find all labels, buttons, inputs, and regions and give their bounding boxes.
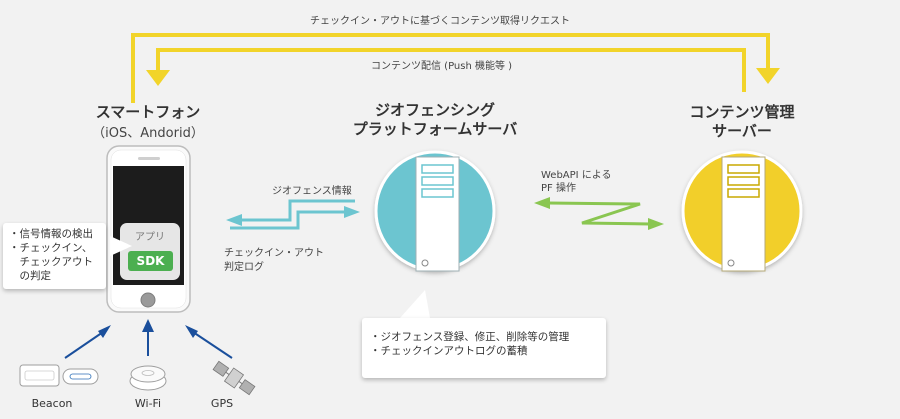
phone-note-line: ・チェックイン、	[9, 242, 93, 254]
webapi-arrow	[534, 197, 664, 230]
request-arrow	[131, 33, 780, 103]
sdk-label: SDK	[136, 254, 165, 268]
smartphone-title: スマートフォン	[95, 103, 201, 121]
content-server-title-line1: コンテンツ管理	[689, 103, 795, 121]
delivery-arrow	[146, 48, 746, 92]
webapi-label-line2: PF 操作	[541, 183, 576, 194]
sdk-badge	[128, 251, 173, 271]
gps-label: GPS	[210, 397, 234, 410]
webapi-label-line1: WebAPI による	[541, 170, 612, 181]
phone-note-line: ・信号情報の検出	[9, 228, 93, 240]
platform-title-line1: ジオフェンシング	[374, 101, 495, 119]
checkin-log-label-line2: 判定ログ	[224, 262, 264, 273]
platform-note: ・ジオフェンス登録、修正、削除等の管理 ・チェックインアウトログの蓄積	[362, 318, 606, 378]
geofence-info-label: ジオフェンス情報	[272, 186, 352, 197]
beacon-signal-arrow	[64, 325, 111, 359]
delivery-label: コンテンツ配信 (Push 機能等 )	[371, 61, 513, 72]
beacon-device-icon	[19, 364, 99, 387]
app-label: アプリ	[135, 232, 165, 243]
beacon-label: Beacon	[31, 397, 73, 410]
wifi-label: Wi-Fi	[134, 397, 162, 410]
phone-note: ・信号情報の検出 ・チェックイン、 チェックアウト の判定	[3, 223, 106, 289]
platform-title-line2: プラットフォームサーバ	[352, 120, 518, 138]
geofence-platform-server	[374, 150, 496, 272]
wifi-signal-arrow	[142, 319, 154, 356]
phone-note-line: の判定	[9, 270, 51, 282]
content-management-server	[681, 150, 803, 272]
geofence-info-arrow	[226, 199, 355, 226]
platform-note-line: ・チェックインアウトログの蓄積	[370, 345, 528, 357]
content-server-title-line2: サーバー	[712, 122, 772, 140]
gps-satellite-icon	[212, 360, 256, 396]
checkin-log-label-line1: チェックイン・アウト	[224, 248, 324, 259]
smartphone-subtitle: （iOS、Andorid）	[92, 126, 204, 141]
phone-note-pointer	[110, 236, 132, 256]
wifi-router-icon	[129, 365, 167, 391]
platform-note-pointer	[400, 290, 430, 318]
request-label: チェックイン・アウトに基づくコンテンツ取得リクエスト	[310, 16, 570, 27]
phone-note-line: チェックアウト	[9, 256, 93, 268]
checkin-log-arrow	[230, 206, 360, 230]
gps-signal-arrow	[185, 325, 233, 359]
platform-note-line: ・ジオフェンス登録、修正、削除等の管理	[370, 331, 570, 343]
